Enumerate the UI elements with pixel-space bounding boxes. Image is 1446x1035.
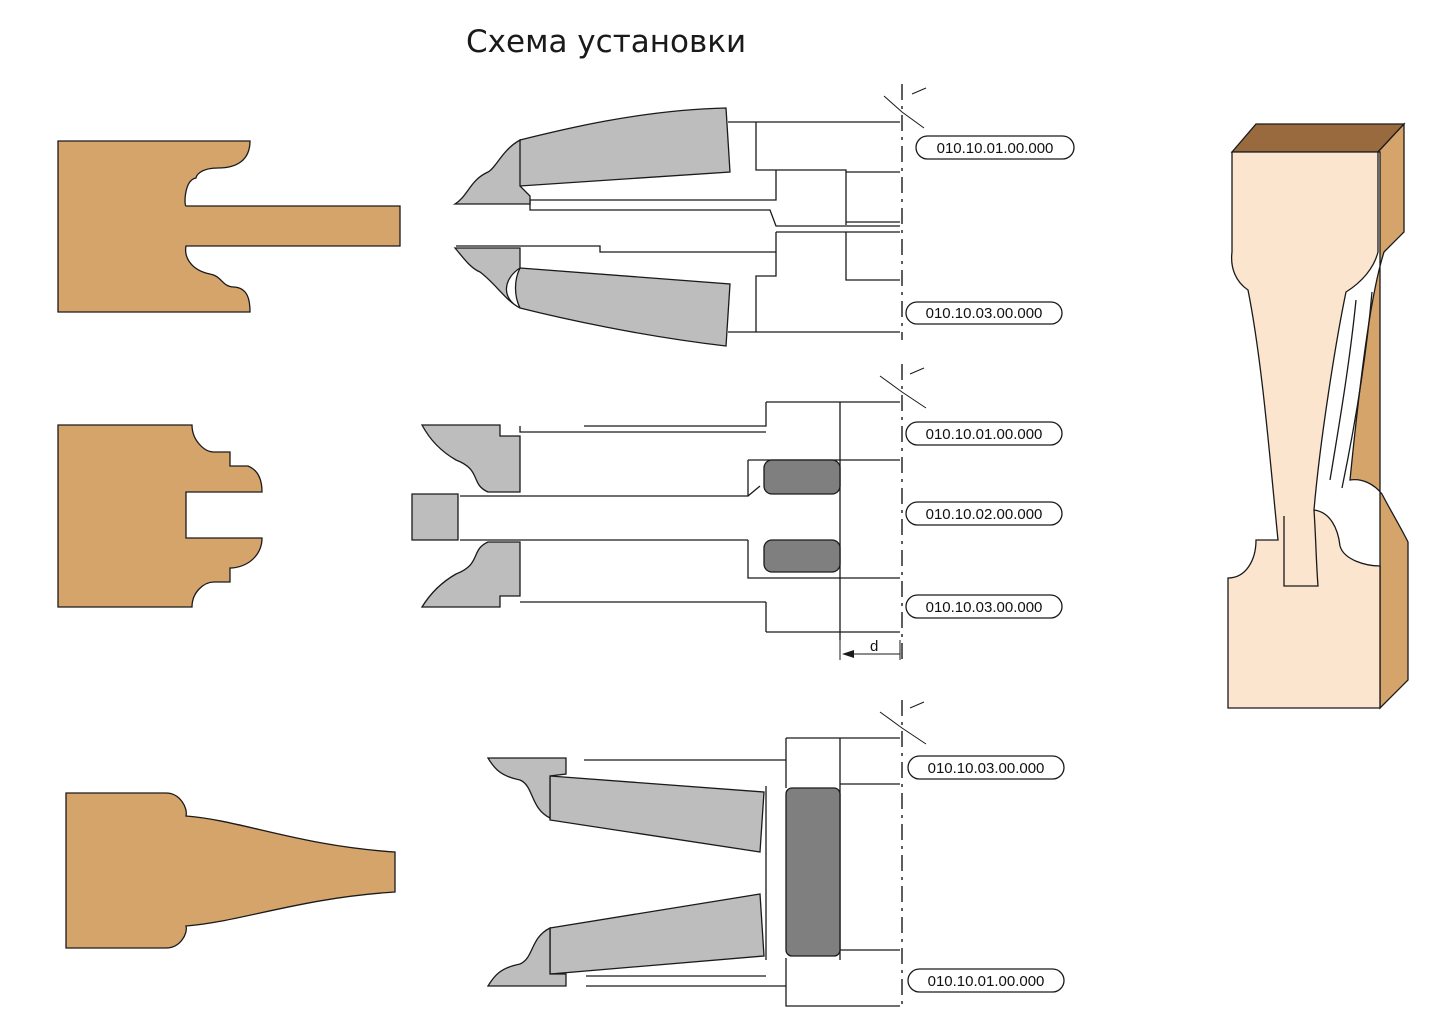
knife-lower-1 bbox=[514, 267, 731, 347]
workpiece-profile-3 bbox=[65, 792, 396, 949]
cutter-assembly-1 bbox=[452, 84, 927, 347]
page-title: Схема установки bbox=[466, 24, 747, 60]
baluster-illustration bbox=[1227, 122, 1409, 710]
knife-upper-3 bbox=[549, 775, 765, 853]
svg-text:010.10.03.00.000: 010.10.03.00.000 bbox=[926, 305, 1043, 322]
workpiece-profile-1 bbox=[57, 140, 401, 313]
knife-lower-3 bbox=[549, 893, 765, 975]
knife-lower-2 bbox=[420, 541, 521, 608]
ring-upper-2 bbox=[763, 459, 841, 495]
profile-tip-lower-1 bbox=[453, 247, 521, 309]
part-label: 010.10.01.00.000 bbox=[907, 968, 1065, 993]
svg-text:010.10.03.00.000: 010.10.03.00.000 bbox=[928, 760, 1045, 777]
svg-text:010.10.01.00.000: 010.10.01.00.000 bbox=[928, 973, 1045, 990]
spacer-block-2 bbox=[411, 493, 459, 541]
svg-text:010.10.01.00.000: 010.10.01.00.000 bbox=[937, 140, 1054, 157]
svg-text:010.10.02.00.000: 010.10.02.00.000 bbox=[926, 506, 1043, 523]
ring-lower-2 bbox=[763, 539, 841, 573]
profile-tip-upper-1 bbox=[452, 138, 531, 205]
part-label: 010.10.03.00.000 bbox=[905, 301, 1063, 325]
spacer-block-3 bbox=[785, 787, 841, 957]
part-label: 010.10.01.00.000 bbox=[905, 421, 1063, 446]
profile-tip-upper-3 bbox=[486, 757, 567, 820]
dimension-label: d bbox=[870, 638, 878, 655]
part-label: 010.10.01.00.000 bbox=[915, 135, 1075, 160]
knife-upper-2 bbox=[420, 424, 521, 493]
part-labels: 010.10.01.00.000 010.10.03.00.000 010.10… bbox=[905, 135, 1075, 993]
part-label: 010.10.03.00.000 bbox=[905, 594, 1063, 619]
svg-text:010.10.03.00.000: 010.10.03.00.000 bbox=[926, 599, 1043, 616]
svg-text:010.10.01.00.000: 010.10.01.00.000 bbox=[926, 426, 1043, 443]
part-label: 010.10.03.00.000 bbox=[907, 755, 1065, 780]
knife-upper-1 bbox=[515, 107, 731, 187]
part-label: 010.10.02.00.000 bbox=[905, 501, 1063, 526]
workpiece-profile-2 bbox=[57, 424, 263, 608]
cutter-assembly-2: d bbox=[411, 364, 927, 660]
profile-tip-lower-3 bbox=[486, 926, 567, 987]
cutter-assembly-3 bbox=[486, 700, 927, 1010]
